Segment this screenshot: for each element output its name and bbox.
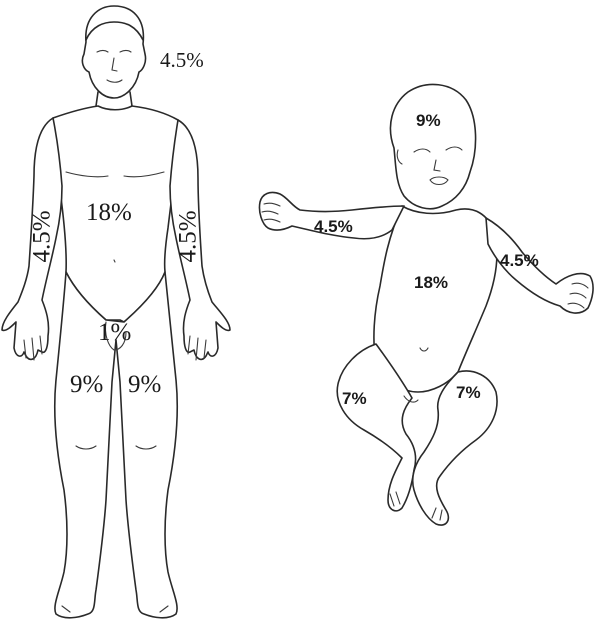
- adult-head-percent: 4.5%: [160, 50, 204, 71]
- adult-head: [82, 6, 145, 98]
- infant-leg-right-side-percent: 7%: [342, 390, 367, 407]
- adult-leg-right-side-percent: 9%: [70, 372, 103, 397]
- adult-trunk-percent: 18%: [86, 200, 132, 225]
- infant-leg-left-side-percent: 7%: [456, 384, 481, 401]
- infant-arm-right-side-percent: 4.5%: [314, 218, 353, 235]
- infant-leg-left-side: [413, 371, 497, 525]
- infant-figure: [259, 84, 593, 525]
- infant-trunk-percent: 18%: [414, 274, 448, 291]
- adult-genitals-percent: 1%: [98, 320, 131, 345]
- adult-leg-left-side-percent: 9%: [128, 372, 161, 397]
- adult-arm-left-side-percent: 4.5%: [176, 210, 201, 262]
- adult-arm-right-side-percent: 4.5%: [30, 210, 55, 262]
- infant-head-percent: 9%: [416, 112, 441, 129]
- adult-figure: [2, 6, 230, 618]
- infant-arm-left-side-percent: 4.5%: [500, 252, 539, 269]
- infant-head: [390, 84, 475, 208]
- infant-body: [374, 206, 497, 392]
